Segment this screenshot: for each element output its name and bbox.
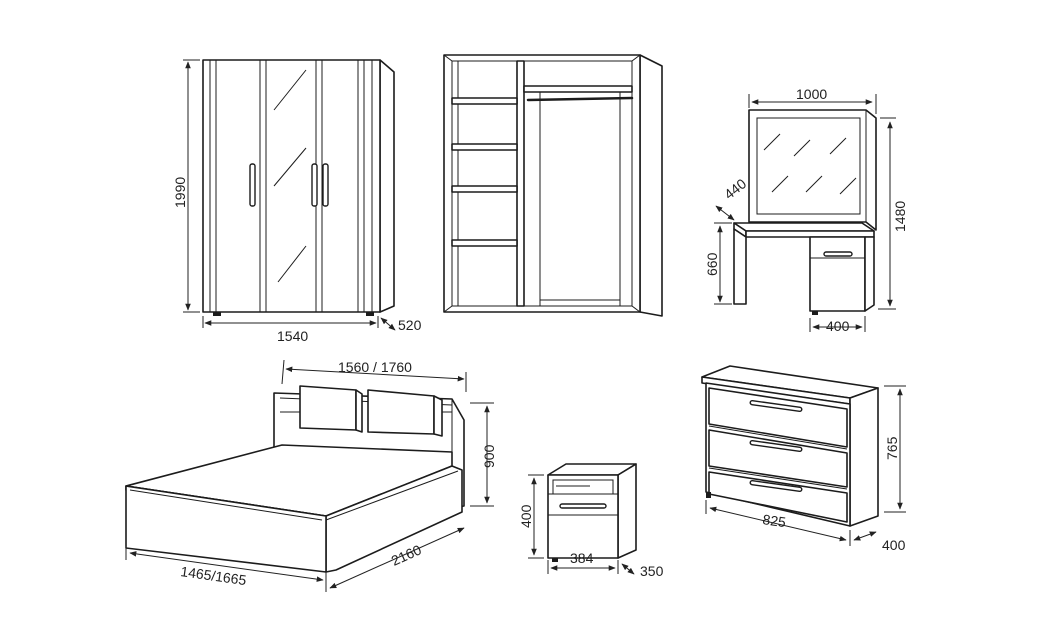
bed-headboard-height-label: 900 xyxy=(481,444,497,468)
nightstand-dimension-lines xyxy=(528,474,635,575)
vanity-width-label: 1000 xyxy=(796,86,827,102)
bed-frame-width-label: 1465/1665 xyxy=(180,563,248,588)
dresser-depth-label: 400 xyxy=(882,537,906,553)
vanity-depth-label: 440 xyxy=(721,175,749,202)
wardrobe-width-label: 1540 xyxy=(277,328,308,344)
wardrobe-dimension-lines xyxy=(183,59,396,331)
dresser-width-label: 825 xyxy=(762,511,788,530)
dresser-height-label: 765 xyxy=(884,436,900,460)
nightstand-depth-label: 350 xyxy=(640,563,664,579)
vanity-table-height-label: 660 xyxy=(704,252,720,276)
vanity-dimension-lines xyxy=(714,94,896,332)
vanity-height-label: 1480 xyxy=(892,201,908,232)
dresser-dimension-lines xyxy=(705,385,906,546)
bed-dimension-lines xyxy=(125,359,494,592)
bed xyxy=(125,385,465,573)
wardrobe-interior-view xyxy=(443,54,663,317)
nightstand xyxy=(547,463,637,562)
nightstand-height-label: 400 xyxy=(518,504,534,528)
bed-length-label: 2160 xyxy=(389,541,424,568)
vanity-cabinet-width-label: 400 xyxy=(826,318,850,334)
bed-width-label: 1560 / 1760 xyxy=(338,359,412,375)
bed-pillows xyxy=(299,385,443,437)
vanity-table xyxy=(733,109,877,315)
wardrobe-shelves xyxy=(451,61,518,306)
wardrobe-height-label: 1990 xyxy=(172,177,188,208)
dresser-drawers xyxy=(708,387,848,523)
wardrobe-front-view xyxy=(202,59,395,316)
wardrobe-depth-label: 520 xyxy=(398,317,422,333)
dresser xyxy=(701,365,879,527)
nightstand-width-label: 384 xyxy=(570,550,594,566)
